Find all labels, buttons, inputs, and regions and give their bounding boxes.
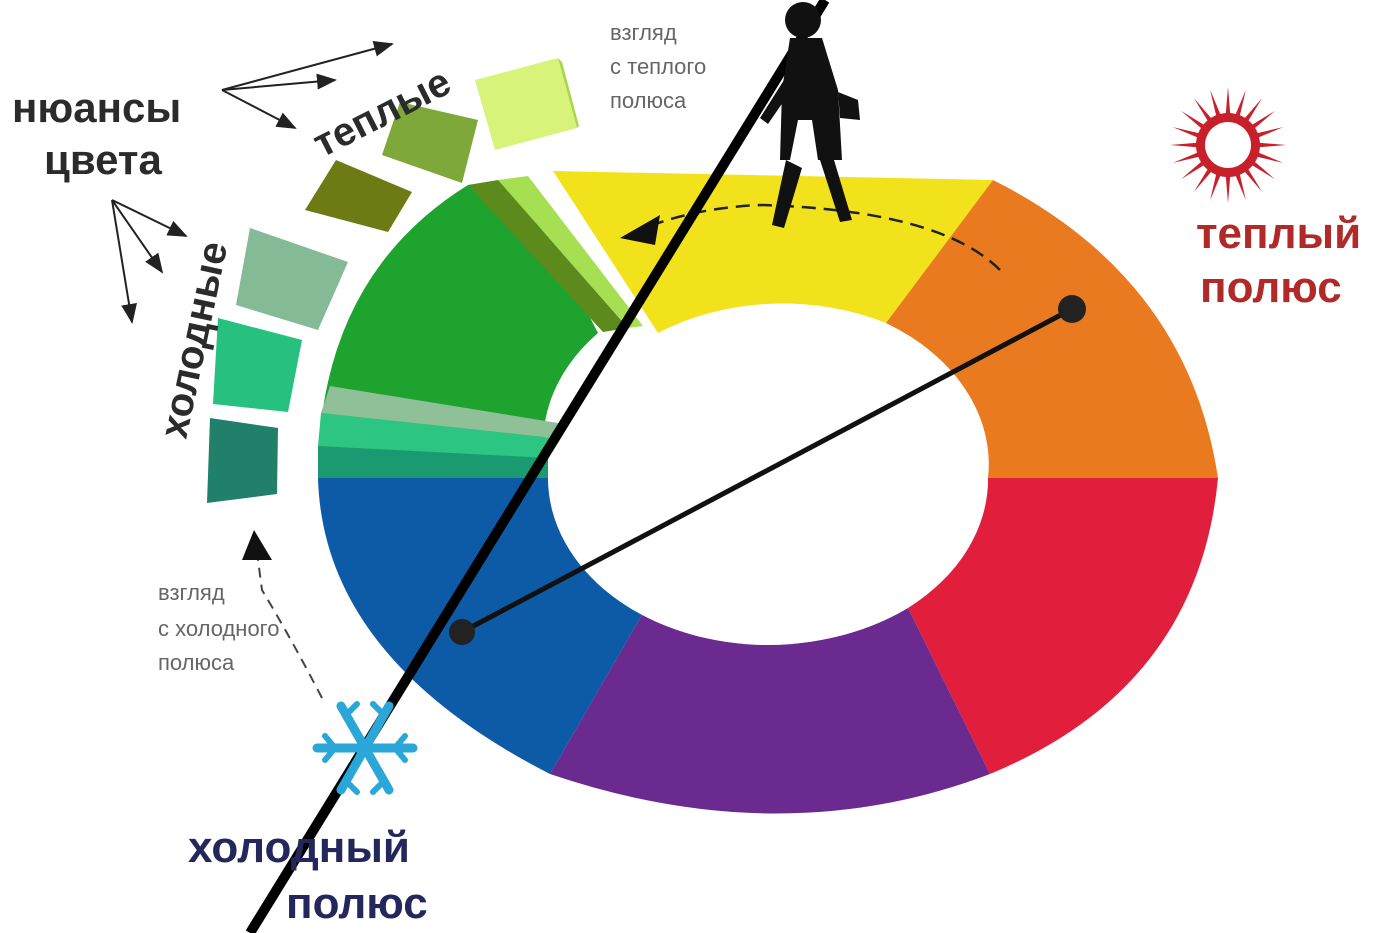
cold-view-label-3: полюса xyxy=(158,650,235,675)
warm-view-label-2: с теплого xyxy=(610,54,706,79)
warm-pole-dot xyxy=(1058,295,1086,323)
wheel-center-hole xyxy=(548,311,988,645)
warm-pole-label-2: полюс xyxy=(1200,263,1342,312)
sun-ray xyxy=(1226,173,1231,203)
cold-view-label-1: взгляд xyxy=(158,580,225,605)
sun-ray xyxy=(1256,143,1286,148)
snowflake-icon xyxy=(317,704,413,792)
cold-pole-dot xyxy=(449,619,475,645)
arrow-icon xyxy=(242,530,272,560)
nuances-label-line2: цвета xyxy=(44,136,162,183)
sun-ray xyxy=(1226,87,1231,117)
sun-icon xyxy=(1170,87,1286,203)
cold-pole-label-1: холодный xyxy=(188,823,410,872)
warm-view-label-3: полюса xyxy=(610,88,687,113)
sun-ray xyxy=(1170,143,1200,148)
warm-view-label-1: взгляд xyxy=(610,20,677,45)
swatch-lime xyxy=(475,58,577,150)
swatch-mint xyxy=(213,318,302,412)
swatch-sage xyxy=(236,228,348,330)
swatch-teal xyxy=(207,418,278,503)
color-wheel xyxy=(318,171,1218,814)
warm-pole-label-1: теплый xyxy=(1196,209,1361,258)
nuances-label-line1: нюансы xyxy=(12,84,181,131)
cold-pole-label-2: полюс xyxy=(286,879,428,928)
cold-view-label-2: с холодного xyxy=(158,616,279,641)
swatch-olive xyxy=(305,160,412,232)
